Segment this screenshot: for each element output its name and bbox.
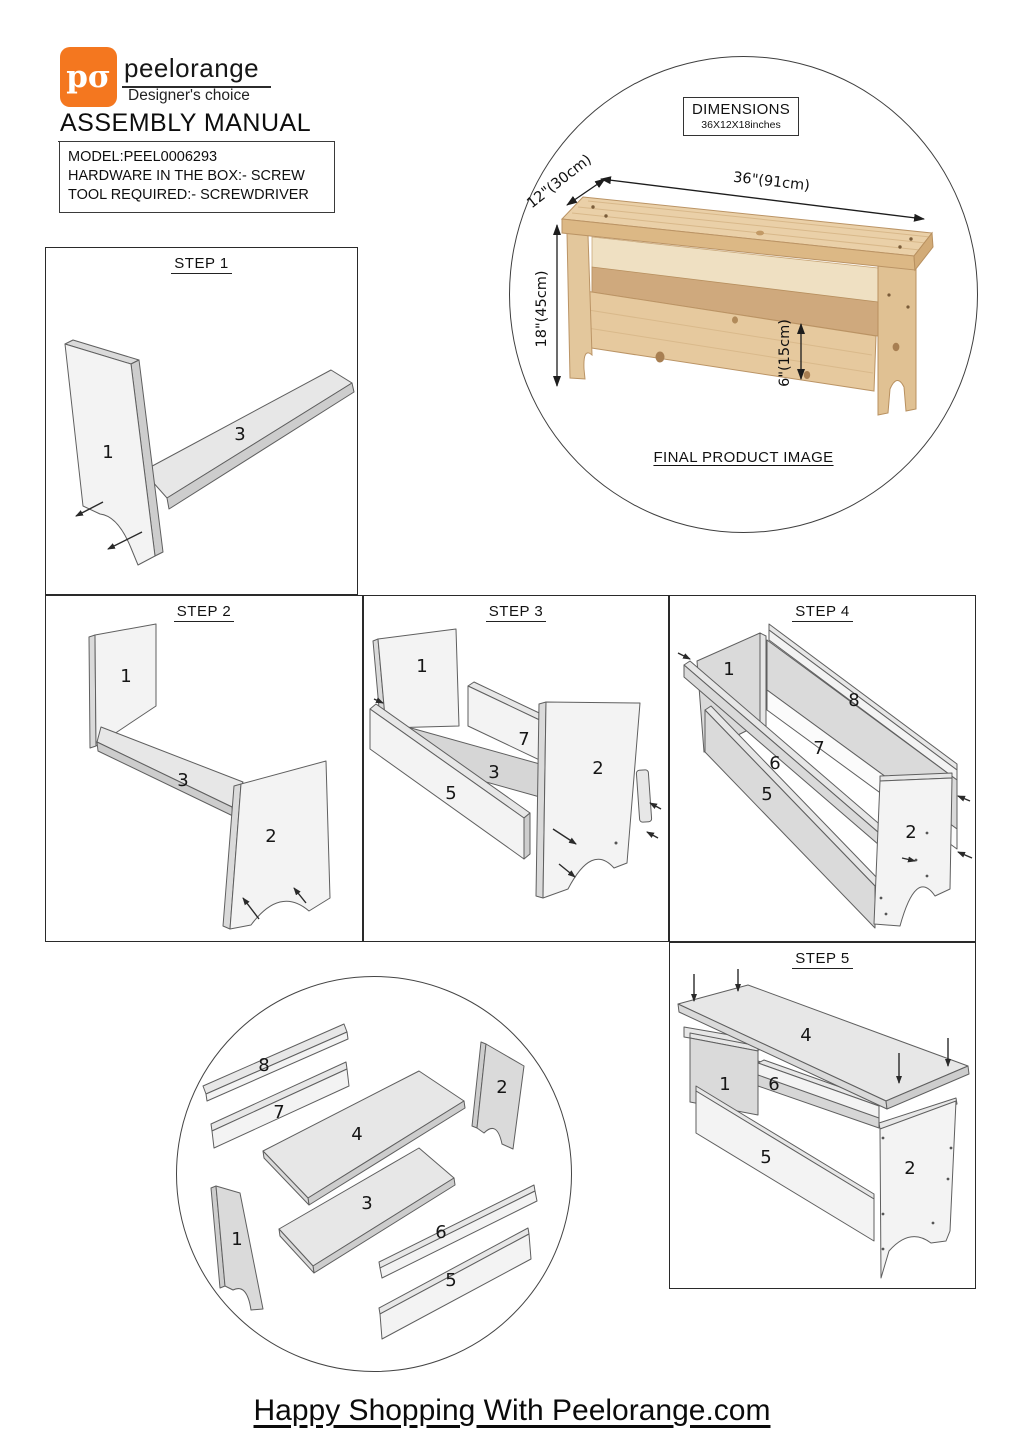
part-3-board [278, 1147, 456, 1274]
part-7-label: 7 [813, 738, 824, 759]
part-1-panel [64, 339, 164, 566]
logo-glyph: pσ [66, 58, 111, 95]
part-7-rail [210, 1061, 350, 1149]
part-2-label: 2 [592, 758, 603, 779]
part-1-label: 1 [723, 659, 734, 680]
part-8-label: 8 [258, 1055, 269, 1076]
step-4-heading: STEP 4 [670, 603, 975, 622]
step-4-panel: STEP 4 [669, 595, 976, 942]
step-3-heading: STEP 3 [364, 603, 668, 622]
dim-width-label: 36"(91cm) [732, 170, 810, 195]
part-2-panel [878, 1097, 958, 1279]
dimensions-box: DIMENSIONS 36X12X18inches [683, 97, 800, 136]
part-3-label: 3 [234, 424, 245, 445]
part-6-label: 6 [768, 1074, 779, 1095]
step-2-heading: STEP 2 [46, 603, 362, 622]
parts-overview-diagram: 8 7 4 2 1 3 6 5 [202, 1023, 538, 1340]
model-number: MODEL:PEEL0006293 [68, 149, 218, 165]
part-5-rail [369, 703, 531, 860]
mounting-cleat [635, 769, 653, 823]
screw-icon [677, 652, 973, 863]
final-product-circle: 36"(91cm) 12"(30cm) 18"(45cm) 6"(15cm) D… [509, 56, 978, 533]
part-3-board [142, 369, 355, 510]
part-1-panel [210, 1185, 264, 1311]
part-5-rail [695, 1085, 875, 1242]
hardware-line: HARDWARE IN THE BOX:- SCREW [68, 168, 305, 185]
part-1-panel [88, 623, 157, 749]
part-6-label: 6 [435, 1222, 446, 1243]
part-2-label: 2 [904, 1158, 915, 1179]
part-2-label: 2 [265, 826, 276, 847]
dim-storage-label: 6"(15cm) [777, 319, 793, 387]
step-5-diagram: 4 1 6 5 2 [677, 969, 970, 1279]
part-7-label: 7 [518, 729, 529, 750]
part-1-label: 1 [416, 656, 427, 677]
part-2-panel [222, 760, 331, 930]
part-6-label: 6 [769, 753, 780, 774]
page-title: ASSEMBLY MANUAL [58, 109, 322, 142]
step-3-diagram: 1 7 3 5 2 [369, 628, 662, 899]
part-3-board [96, 726, 244, 817]
bench-interior [591, 236, 879, 337]
part-5-label: 5 [445, 1270, 456, 1291]
part-5-label: 5 [761, 784, 772, 805]
step-2-panel: STEP 2 1 3 2 [45, 595, 363, 942]
part-2-panel [873, 772, 953, 927]
step-1-heading: STEP 1 [46, 255, 357, 274]
part-3-label: 3 [177, 770, 188, 791]
part-2-panel [535, 701, 641, 899]
part-8-rail [768, 623, 958, 781]
step-1-diagram: 1 3 [64, 339, 355, 566]
part-5-label: 5 [445, 783, 456, 804]
dim-height-label: 18"(45cm) [534, 271, 550, 348]
model-info-box: MODEL:PEEL0006293 HARDWARE IN THE BOX:- … [59, 141, 335, 214]
step-5-heading: STEP 5 [670, 950, 975, 969]
part-3-label: 3 [361, 1193, 372, 1214]
part-1-label: 1 [102, 442, 113, 463]
part-8-rail [202, 1023, 349, 1102]
part-5-rail [378, 1227, 532, 1340]
brand-tagline: Designer's choice [128, 87, 250, 104]
brand-name: peelorange [122, 53, 272, 88]
part-5-label: 5 [760, 1147, 771, 1168]
screw-icon [242, 887, 307, 920]
screw-icon [691, 969, 951, 1084]
part-2-label: 2 [496, 1077, 507, 1098]
part-2-panel [471, 1041, 525, 1150]
part-2-label: 2 [905, 822, 916, 843]
step-3-panel: STEP 3 [363, 595, 669, 942]
part-1-label: 1 [231, 1229, 242, 1250]
part-8-label: 8 [848, 690, 859, 711]
bench-right-leg [877, 258, 917, 416]
final-product-caption: FINAL PRODUCT IMAGE [653, 449, 834, 466]
part-4-label: 4 [800, 1025, 811, 1046]
brand-logo-icon: pσ [60, 47, 117, 107]
part-4-seat [677, 984, 970, 1110]
part-1-label: 1 [120, 666, 131, 687]
part-7-label: 7 [273, 1102, 284, 1123]
bench-product-illustration: 36"(91cm) 12"(30cm) 18"(45cm) 6"(15cm) [524, 152, 934, 416]
screw-icon [373, 697, 662, 878]
dimensions-value: 36X12X18inches [701, 119, 781, 131]
screw-icon [75, 501, 143, 550]
step-4-diagram: 1 8 7 6 5 2 [677, 623, 973, 929]
step-1-panel: STEP 1 1 3 [45, 247, 358, 595]
part-1-label: 1 [719, 1074, 730, 1095]
part-6-rail [378, 1184, 538, 1279]
parts-overview-circle: 8 7 4 2 1 3 6 5 [176, 976, 572, 1372]
bench-left-leg [566, 232, 593, 380]
tool-line: TOOL REQUIRED:- SCREWDRIVER [68, 187, 309, 204]
part-3-label: 3 [488, 762, 499, 783]
step-5-panel: STEP 5 [669, 942, 976, 1289]
dimensions-title: DIMENSIONS [692, 101, 791, 118]
part-4-label: 4 [351, 1124, 362, 1145]
footer-tagline: Happy Shopping With Peelorange.com [253, 1394, 771, 1427]
step-2-diagram: 1 3 2 [88, 623, 331, 930]
part-4-board [262, 1070, 466, 1206]
